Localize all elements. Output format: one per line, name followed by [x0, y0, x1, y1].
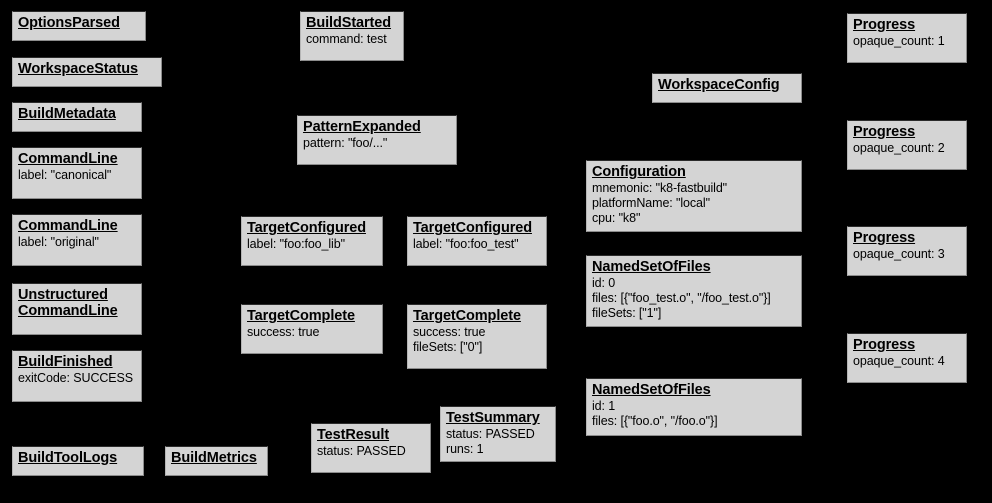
node-build-metrics[interactable]: BuildMetrics: [165, 446, 268, 476]
node-fields: opaque_count: 3: [853, 247, 961, 262]
node-title: WorkspaceStatus: [18, 61, 138, 77]
node-fields: label: "canonical": [18, 168, 136, 183]
node-field: files: [{"foo.o", "/foo.o"}]: [592, 414, 718, 428]
node-field: platformName: "local": [592, 196, 710, 210]
node-title: BuildFinished: [18, 354, 113, 370]
node-title: TargetConfigured: [413, 220, 532, 236]
node-field: success: true: [247, 325, 320, 339]
node-title: NamedSetOfFiles: [592, 259, 711, 275]
node-build-tool-logs[interactable]: BuildToolLogs: [12, 446, 144, 476]
node-field: exitCode: SUCCESS: [18, 371, 134, 385]
node-workspace-config[interactable]: WorkspaceConfig: [652, 73, 802, 103]
node-title: OptionsParsed: [18, 15, 120, 31]
node-fields: opaque_count: 2: [853, 141, 961, 156]
node-field: id: 0: [592, 276, 616, 290]
node-title: BuildStarted: [306, 15, 392, 31]
node-field: label: "foo:foo_test": [413, 237, 519, 251]
node-field: label: "foo:foo_lib": [247, 237, 345, 251]
node-fields: label: "foo:foo_lib": [247, 237, 377, 252]
node-field: id: 1: [592, 399, 616, 413]
node-fields: opaque_count: 1: [853, 34, 961, 49]
node-field: fileSets: ["1"]: [592, 306, 662, 320]
node-title: CommandLine: [18, 151, 118, 167]
node-fields: opaque_count: 4: [853, 354, 961, 369]
node-field: cpu: "k8": [592, 211, 641, 225]
node-title: CommandLine: [18, 218, 118, 234]
node-title: TargetComplete: [247, 308, 355, 324]
node-field: command: test: [306, 32, 387, 46]
node-title: BuildMetrics: [171, 450, 257, 466]
node-title: BuildMetadata: [18, 106, 116, 122]
node-field: opaque_count: 4: [853, 354, 945, 368]
node-fields: mnemonic: "k8-fastbuild"platformName: "l…: [592, 181, 796, 226]
node-fields: label: "original": [18, 235, 136, 250]
node-title: Progress: [853, 230, 916, 246]
node-fields: exitCode: SUCCESS: [18, 371, 136, 386]
node-title: TargetConfigured: [247, 220, 366, 236]
node-fields: pattern: "foo/...": [303, 136, 451, 151]
node-build-metadata[interactable]: BuildMetadata: [12, 102, 142, 132]
node-field: mnemonic: "k8-fastbuild": [592, 181, 728, 195]
node-title: PatternExpanded: [303, 119, 421, 135]
node-fields: label: "foo:foo_test": [413, 237, 541, 252]
node-field: runs: 1: [446, 442, 484, 456]
node-field: files: [{"foo_test.o", "/foo_test.o"}]: [592, 291, 771, 305]
node-title: Configuration: [592, 164, 686, 180]
node-fields: status: PASSED: [317, 444, 425, 459]
node-field: status: PASSED: [446, 427, 535, 441]
node-title: TestSummary: [446, 410, 540, 426]
node-field: success: true: [413, 325, 486, 339]
node-title: Progress: [853, 337, 916, 353]
node-unstructured-command-line[interactable]: Unstructured CommandLine: [12, 283, 142, 335]
node-field: status: PASSED: [317, 444, 406, 458]
node-title: TestResult: [317, 427, 390, 443]
node-field: pattern: "foo/...": [303, 136, 388, 150]
node-field: label: "canonical": [18, 168, 112, 182]
node-title: TargetComplete: [413, 308, 521, 324]
node-title: BuildToolLogs: [18, 450, 118, 466]
node-field: opaque_count: 2: [853, 141, 945, 155]
node-field: fileSets: ["0"]: [413, 340, 483, 354]
node-options-parsed[interactable]: OptionsParsed: [12, 11, 146, 41]
node-title: Unstructured CommandLine: [18, 287, 118, 319]
node-workspace-status[interactable]: WorkspaceStatus: [12, 57, 162, 87]
node-title: NamedSetOfFiles: [592, 382, 711, 398]
node-fields: success: true: [247, 325, 377, 340]
node-field: opaque_count: 1: [853, 34, 945, 48]
node-title: WorkspaceConfig: [658, 77, 780, 93]
node-field: opaque_count: 3: [853, 247, 945, 261]
node-title: Progress: [853, 124, 916, 140]
node-fields: command: test: [306, 32, 398, 47]
node-field: label: "original": [18, 235, 99, 249]
node-title: Progress: [853, 17, 916, 33]
